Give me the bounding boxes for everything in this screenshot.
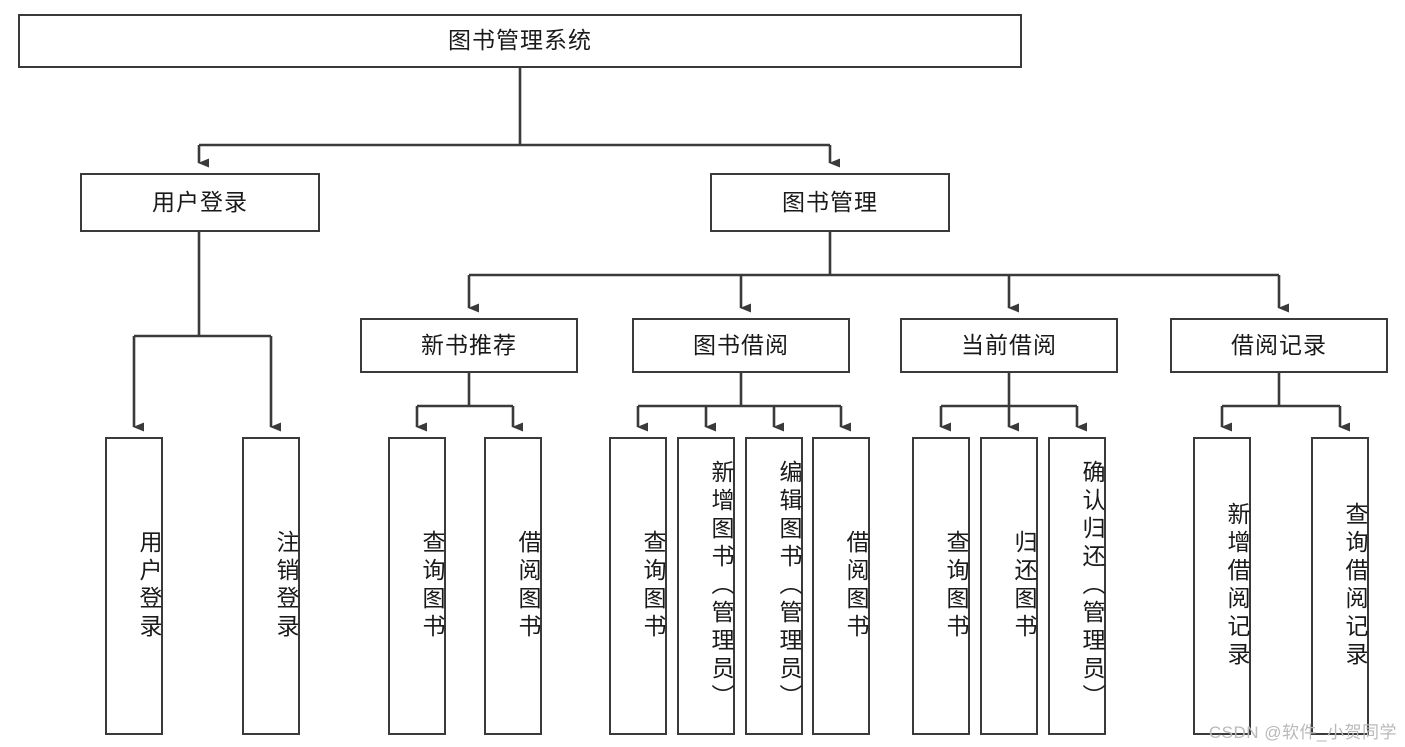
node-current-borrow-label: 当前借阅 xyxy=(961,331,1057,358)
node-leaf-query-books-recommend[interactable]: 查询图书 xyxy=(388,437,446,735)
node-leaf-return-books-label: 归还图书 xyxy=(1011,530,1037,642)
node-leaf-edit-book-admin[interactable]: 编辑图书（管理员） xyxy=(745,437,803,735)
node-leaf-add-borrow-record-label: 新增借阅记录 xyxy=(1224,502,1250,670)
node-leaf-query-books-current[interactable]: 查询图书 xyxy=(912,437,970,735)
csdn-watermark: CSDN @软件_小贺同学 xyxy=(1208,723,1397,742)
node-book-borrow[interactable]: 图书借阅 xyxy=(632,318,850,373)
node-current-borrow[interactable]: 当前借阅 xyxy=(900,318,1118,373)
node-user-login[interactable]: 用户登录 xyxy=(80,173,320,232)
node-leaf-query-books-borrow[interactable]: 查询图书 xyxy=(609,437,667,735)
node-leaf-add-book-admin[interactable]: 新增图书（管理员） xyxy=(677,437,735,735)
node-borrow-records[interactable]: 借阅记录 xyxy=(1170,318,1388,373)
node-leaf-query-borrow-record-label: 查询借阅记录 xyxy=(1342,502,1368,670)
node-leaf-add-borrow-record[interactable]: 新增借阅记录 xyxy=(1193,437,1251,735)
node-leaf-add-book-admin-label: 新增图书（管理员） xyxy=(708,460,734,712)
node-book-management-label: 图书管理 xyxy=(782,188,878,215)
node-user-login-label: 用户登录 xyxy=(152,188,248,215)
node-leaf-borrow-books-borrow-label: 借阅图书 xyxy=(843,530,869,642)
node-leaf-logout-label: 注销登录 xyxy=(273,530,299,642)
node-leaf-user-login[interactable]: 用户登录 xyxy=(105,437,163,735)
node-new-book-recommend-label: 新书推荐 xyxy=(421,331,517,358)
node-book-management[interactable]: 图书管理 xyxy=(710,173,950,232)
node-leaf-edit-book-admin-label: 编辑图书（管理员） xyxy=(776,460,802,712)
node-leaf-borrow-books-recommend-label: 借阅图书 xyxy=(515,530,541,642)
node-new-book-recommend[interactable]: 新书推荐 xyxy=(360,318,578,373)
node-leaf-borrow-books-recommend[interactable]: 借阅图书 xyxy=(484,437,542,735)
node-root[interactable]: 图书管理系统 xyxy=(18,14,1022,68)
node-leaf-confirm-return-admin[interactable]: 确认归还（管理员） xyxy=(1048,437,1106,735)
node-root-label: 图书管理系统 xyxy=(448,27,592,54)
node-leaf-query-books-current-label: 查询图书 xyxy=(943,530,969,642)
node-leaf-query-books-recommend-label: 查询图书 xyxy=(419,530,445,642)
node-borrow-records-label: 借阅记录 xyxy=(1231,331,1327,358)
node-leaf-query-books-borrow-label: 查询图书 xyxy=(640,530,666,642)
node-leaf-user-login-label: 用户登录 xyxy=(136,530,162,642)
node-leaf-logout[interactable]: 注销登录 xyxy=(242,437,300,735)
node-book-borrow-label: 图书借阅 xyxy=(693,331,789,358)
node-leaf-confirm-return-admin-label: 确认归还（管理员） xyxy=(1079,460,1105,712)
node-leaf-return-books[interactable]: 归还图书 xyxy=(980,437,1038,735)
node-leaf-query-borrow-record[interactable]: 查询借阅记录 xyxy=(1311,437,1369,735)
node-leaf-borrow-books-borrow[interactable]: 借阅图书 xyxy=(812,437,870,735)
